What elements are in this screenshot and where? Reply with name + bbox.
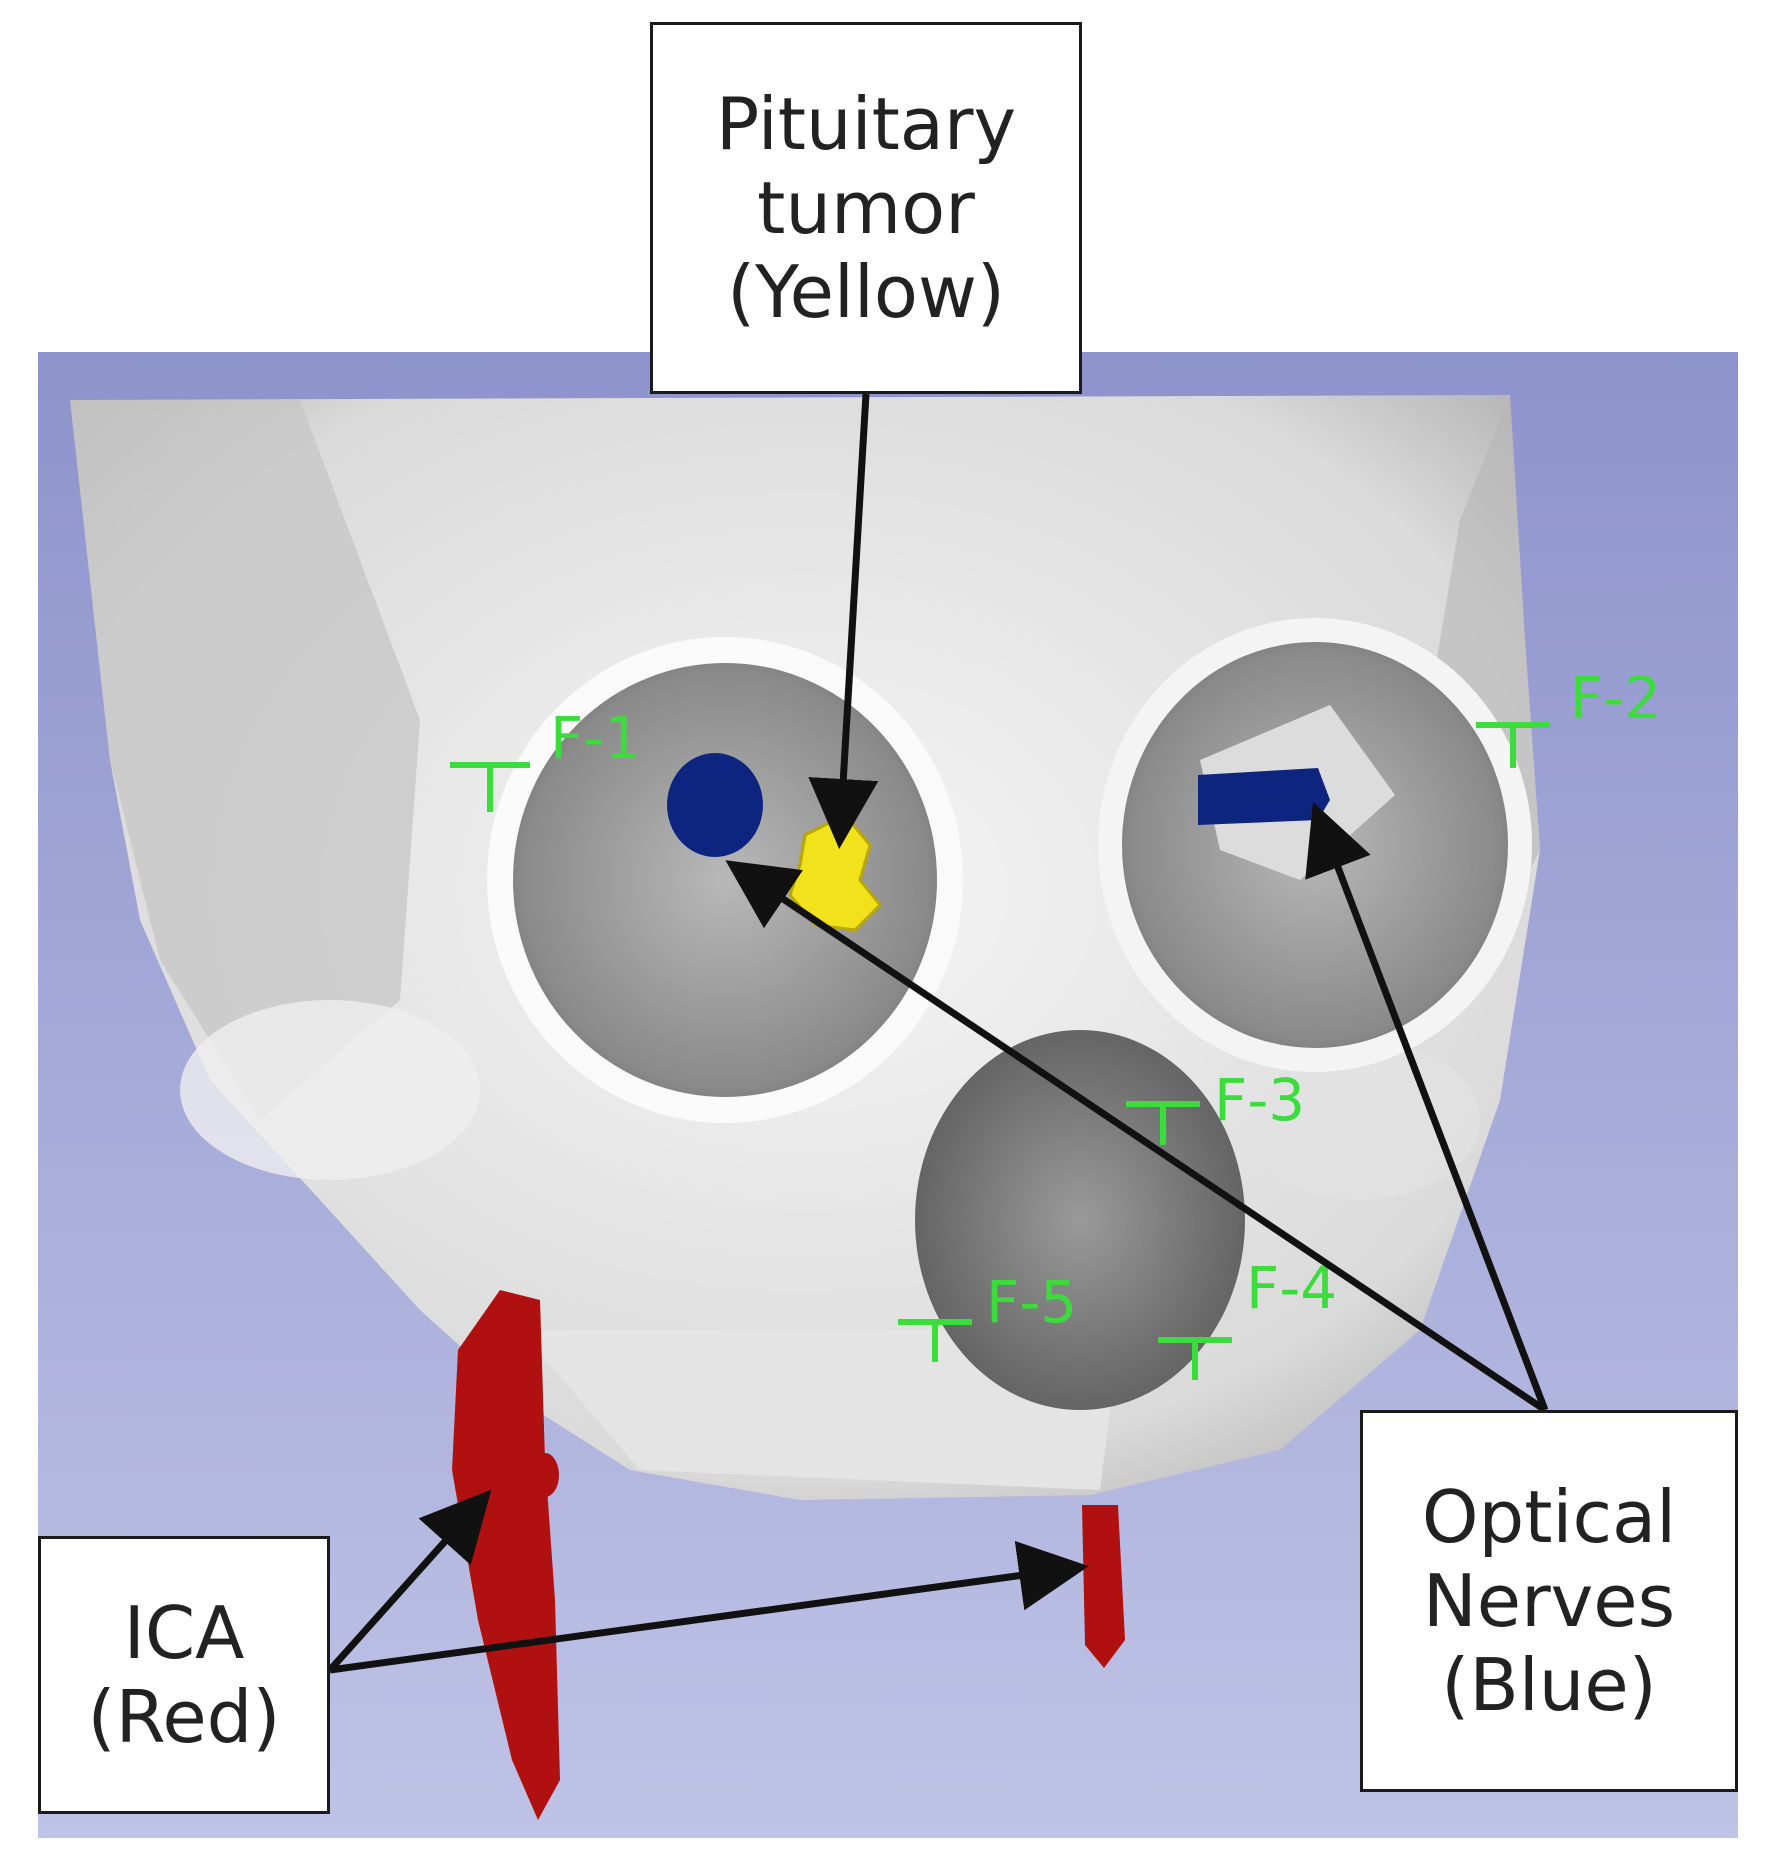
pituitary-callout-line1: Pituitary xyxy=(715,81,1017,166)
fiducial-markers xyxy=(450,722,1550,1380)
fiducial-f2 xyxy=(1476,722,1550,768)
fiducial-label-f3: F-3 xyxy=(1214,1066,1305,1134)
fiducial-label-f5: F-5 xyxy=(986,1268,1077,1336)
pituitary-tumor-callout: Pituitary tumor (Yellow) xyxy=(650,22,1082,394)
ica-callout-line2: (Red) xyxy=(87,1675,281,1759)
optical-nerves-callout: Optical Nerves (Blue) xyxy=(1360,1410,1738,1792)
arrow-optical-right xyxy=(1305,801,1549,1412)
fiducial-f4 xyxy=(1158,1337,1232,1380)
optical-callout-line3: (Blue) xyxy=(1441,1643,1657,1728)
optical-callout-line1: Optical xyxy=(1421,1474,1677,1559)
optical-callout-line2: Nerves xyxy=(1422,1558,1676,1643)
arrow-optical-left xyxy=(725,860,1547,1413)
optical-nerve-right xyxy=(1198,768,1330,825)
fiducial-label-f2: F-2 xyxy=(1570,664,1661,732)
arrow-ica-right xyxy=(329,1540,1089,1674)
arrow-pituitary xyxy=(808,393,879,849)
ica-callout: ICA (Red) xyxy=(38,1536,330,1814)
fiducial-label-f4: F-4 xyxy=(1246,1254,1337,1322)
left-orbit xyxy=(500,650,950,1110)
ica-callout-line1: ICA xyxy=(123,1590,245,1675)
fiducial-f3 xyxy=(1126,1101,1200,1145)
pituitary-callout-line2: tumor xyxy=(757,165,975,250)
ica-right xyxy=(1082,1505,1125,1668)
fiducial-label-f1: F-1 xyxy=(550,704,641,772)
fiducial-f5 xyxy=(898,1319,972,1362)
ica-left xyxy=(452,1290,560,1820)
pituitary-callout-line3: (Yellow) xyxy=(727,250,1005,335)
optical-nerve-left xyxy=(667,753,763,857)
arrow-ica-left xyxy=(327,1489,492,1673)
fiducial-f1 xyxy=(450,762,530,812)
